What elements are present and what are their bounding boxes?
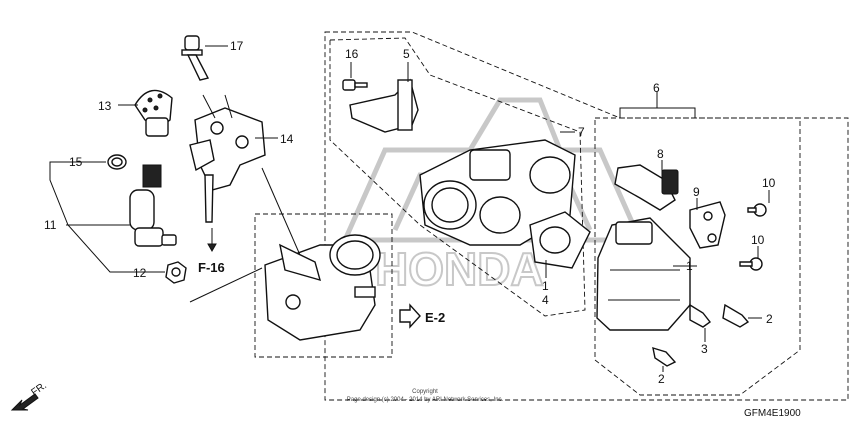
ref-f16[interactable]: F-16 [198, 260, 225, 275]
callout-13[interactable]: 13 [98, 99, 112, 113]
screw-10-lower-part[interactable] [739, 257, 763, 271]
front-arrow-icon [10, 393, 39, 411]
callout-17[interactable]: 17 [230, 39, 244, 53]
callout-2-right[interactable]: 2 [766, 312, 773, 326]
injector-11-part[interactable] [129, 164, 177, 247]
callout-5[interactable]: 5 [403, 47, 410, 61]
callout-16[interactable]: 16 [345, 47, 359, 61]
screw-2-right-part[interactable] [722, 303, 750, 328]
callout-10-upper[interactable]: 10 [762, 176, 776, 190]
callout-6[interactable]: 6 [653, 81, 660, 95]
diagram-code: GFM4E1900 [744, 408, 801, 419]
bracket-14-part[interactable] [189, 107, 266, 223]
assembly-box-throttle [329, 37, 586, 317]
assembly-box-intake [254, 213, 393, 358]
callout-1-cover[interactable]: 1 [686, 259, 693, 273]
ref-arrow-icon [399, 303, 421, 329]
gasket-4-part[interactable] [529, 211, 591, 269]
assembly-box-sensor [594, 117, 801, 396]
callout-1-gasket[interactable]: 1 [542, 279, 549, 293]
bolt-17-part[interactable] [181, 35, 210, 81]
bracket-5-part[interactable] [349, 78, 419, 133]
screw-10-upper-part[interactable] [747, 203, 767, 217]
intake-manifold-part[interactable] [264, 234, 381, 341]
callout-15[interactable]: 15 [69, 155, 83, 169]
callout-14[interactable]: 14 [280, 132, 294, 146]
callout-8[interactable]: 8 [657, 147, 664, 161]
honda-watermark-text: HONDA [375, 243, 544, 295]
callout-11[interactable]: 11 [44, 218, 57, 232]
callout-12[interactable]: 12 [133, 266, 147, 280]
sensor-8-part[interactable] [614, 164, 679, 211]
screw-2-lower-part[interactable] [652, 346, 677, 367]
screw-16-part[interactable] [342, 79, 368, 91]
assembly-box-main [324, 31, 849, 401]
cover-1-part[interactable] [596, 217, 691, 331]
screw-3-part[interactable] [689, 303, 712, 328]
callout-7[interactable]: 7 [578, 125, 585, 139]
ref-e2[interactable]: E-2 [425, 310, 445, 325]
throttle-body-part[interactable] [419, 139, 576, 246]
callout-10-lower[interactable]: 10 [751, 233, 765, 247]
cap-13-part[interactable] [134, 89, 173, 137]
callout-2-lower[interactable]: 2 [658, 372, 665, 386]
copyright-line: Page design (c) 2004 - 2014 by ARI Netwo… [347, 397, 504, 403]
copyright-title: Copyright [412, 389, 438, 395]
o-ring-15-part[interactable] [107, 154, 127, 170]
honda-watermark: HONDA [341, 97, 644, 296]
bracket-9-part[interactable] [689, 201, 726, 249]
callout-3[interactable]: 3 [701, 342, 708, 356]
nut-12-part[interactable] [165, 261, 187, 284]
callout-9[interactable]: 9 [693, 185, 700, 199]
callout-4[interactable]: 4 [542, 293, 549, 307]
